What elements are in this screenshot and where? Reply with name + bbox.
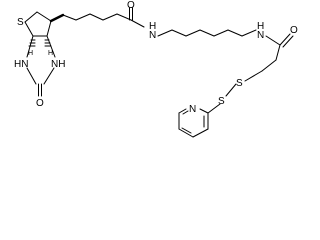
atom-oxygen-amide1: O [127, 0, 135, 11]
atom-amide2-h: H [257, 21, 264, 32]
atom-h-right: H [48, 50, 53, 57]
atom-sulfur-ring: S [17, 17, 24, 28]
bond-lines [24, 7, 294, 138]
atom-oxygen-urea: O [36, 98, 44, 109]
atom-disulfide-s1: S [236, 78, 243, 89]
stereo-hash-right [44, 39, 52, 47]
stereo-hash-left [28, 39, 36, 47]
atom-amide2-n: N [257, 30, 264, 41]
atom-pyridine-n: N [189, 104, 196, 115]
atom-oxygen-amide2: O [290, 25, 298, 36]
atom-disulfide-s2: S [218, 96, 225, 107]
atom-amide1-n: N [149, 30, 156, 41]
chemical-structure: S H H HN NH O O N H N H O S S N [14, 0, 298, 138]
atom-nh-right: NH [51, 59, 65, 70]
atom-nh-left: HN [14, 59, 28, 70]
atom-amide1-h: H [149, 21, 156, 32]
atom-h-left: H [28, 50, 33, 57]
atom-labels: S H H HN NH O O N H N H O S S N [14, 0, 298, 115]
